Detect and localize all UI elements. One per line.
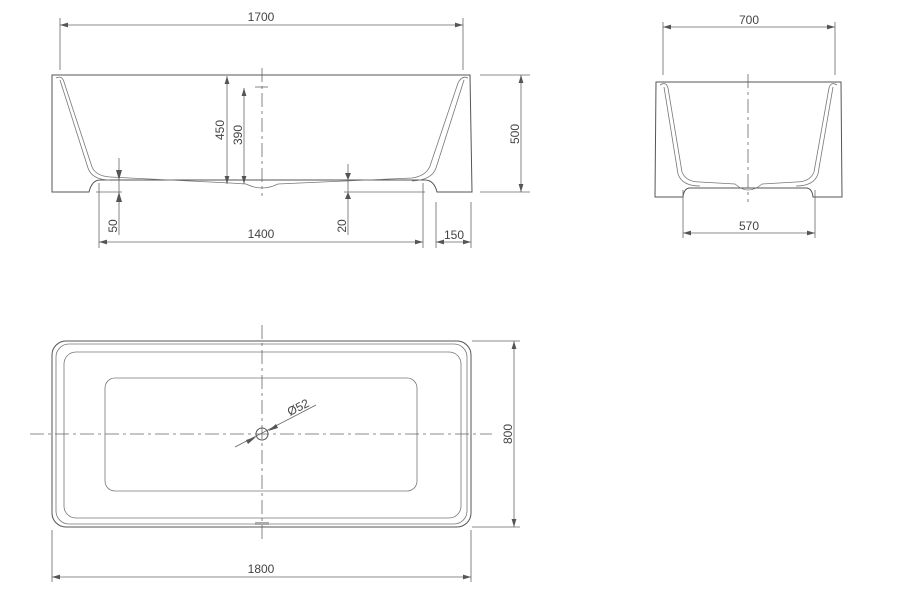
dim-label-20: 20 (335, 219, 349, 233)
plan-bowl-edge (63, 351, 462, 519)
front-outline (51, 74, 473, 193)
end-view: 700 570 (654, 13, 843, 238)
front-inner-shell-outer (59, 79, 465, 182)
drain-dim-arrows (246, 424, 278, 444)
plan-bowl-floor (104, 377, 418, 492)
dim-label-450: 450 (213, 120, 227, 140)
dim-label-1800: 1800 (248, 562, 275, 576)
dim-label-50: 50 (106, 219, 120, 233)
dim-20-arrows (345, 173, 351, 199)
dim-label-1700: 1700 (248, 10, 275, 24)
dim-label-1400: 1400 (248, 227, 275, 241)
front-view: 1700 500 450 390 50 20 1400 150 (51, 10, 530, 248)
dim-label-700: 700 (739, 13, 759, 27)
overflow-mark (255, 522, 269, 525)
drain-circle (255, 427, 269, 441)
plan-outer-rim (51, 340, 472, 528)
end-outline (654, 81, 843, 198)
end-inner-shell-outer (663, 86, 834, 187)
end-inner-shell (659, 83, 838, 191)
dim-label-150: 150 (444, 228, 464, 242)
dim-label-800: 800 (501, 424, 515, 444)
dim-50-arrows (116, 170, 122, 202)
dim-label-570: 570 (739, 219, 759, 233)
dim-label-390: 390 (231, 125, 245, 145)
dim-label-500: 500 (508, 124, 522, 144)
plan-view: Ø52 800 1800 (30, 325, 520, 582)
dim-label-drain: Ø52 (285, 396, 312, 419)
